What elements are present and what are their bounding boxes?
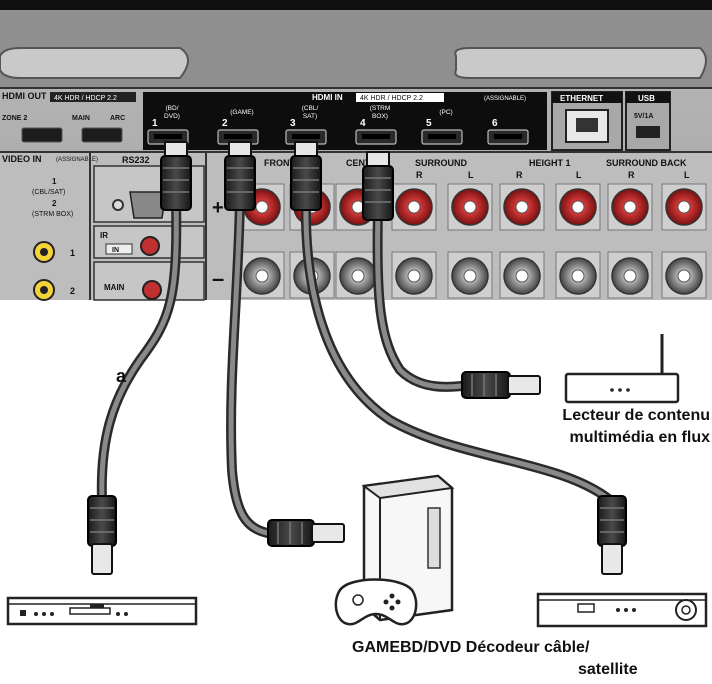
hdmi-in-band xyxy=(143,92,547,150)
video-in-label: VIDEO IN xyxy=(2,154,42,164)
bd-dvd-player-icon xyxy=(6,596,198,626)
usb-port xyxy=(636,126,660,138)
bottom-label-line1: GAMEBD/DVD Décodeur câble/ xyxy=(352,639,590,656)
streaming-box-icon xyxy=(564,334,680,404)
video-in-1-num: 1 xyxy=(52,177,57,186)
video-in-1-jack-label: 1 xyxy=(70,248,75,258)
hdmi-plug-game xyxy=(267,519,345,547)
hdmi-in-port-1-sub: DVD) xyxy=(164,113,180,120)
center-label: CENTER xyxy=(346,158,384,168)
ir-label: IR xyxy=(100,231,108,240)
front-label: FRONT xyxy=(264,158,295,168)
hdmi-in-port-5-sub: (PC) xyxy=(439,109,452,116)
video-in-2-sub: (STRM BOX) xyxy=(32,211,73,218)
usb-label: USB xyxy=(638,94,655,103)
hdmi-in-port-6-number: 6 xyxy=(492,118,498,129)
video-in-1-sub: (CBL/SAT) xyxy=(32,189,65,196)
arc-label: ARC xyxy=(110,115,125,122)
bottom-label-line2: satellite xyxy=(578,661,638,678)
usb-spec: 5V/1A xyxy=(634,113,653,120)
hdmi-plug-streaming xyxy=(461,371,541,399)
assignable-label: (ASSIGNABLE) xyxy=(484,96,526,102)
hdmi-in-port-4-number: 4 xyxy=(360,118,366,129)
surround-label: SURROUND xyxy=(415,158,468,168)
ir-jack xyxy=(140,236,160,256)
video-in-2-jack-label: 2 xyxy=(70,286,75,296)
video-in-note: (ASSIGNABLE) xyxy=(56,157,98,163)
height1-l-label: L xyxy=(576,170,582,180)
minus-symbol: – xyxy=(212,266,224,291)
height1-r-label: R xyxy=(516,170,523,180)
set-top-box-icon xyxy=(536,592,708,628)
streaming-label-line2: multimédia en flux xyxy=(569,429,710,446)
surround-l-label: L xyxy=(468,170,474,180)
hdmi-in-port-3-sub: SAT) xyxy=(303,113,317,120)
hdmi-plug-port-3 xyxy=(290,141,322,211)
hdmi-out-spec: 4K HDR / HDCP 2.2 xyxy=(54,95,117,102)
ethernet-label: ETHERNET xyxy=(560,94,603,103)
hdmi-in-port-2-number: 2 xyxy=(222,118,228,129)
cable-label: a xyxy=(116,366,127,386)
hdmi-plug-bd-dvd xyxy=(87,495,117,575)
surround-back-r-label: R xyxy=(628,170,635,180)
surround-back-label: SURROUND BACK xyxy=(606,158,687,168)
hdmi-in-port-5-number: 5 xyxy=(426,118,432,129)
ir-in-label: IN xyxy=(112,247,119,254)
hdmi-plug-port-1 xyxy=(160,141,192,211)
streaming-label-line1: Lecteur de contenu xyxy=(562,407,710,424)
zone2-label: ZONE 2 xyxy=(2,115,27,122)
rs232-port xyxy=(129,191,167,219)
plus-symbol: + xyxy=(212,197,224,219)
hdmi-in-port-4-sub: (STRM xyxy=(370,105,391,112)
hdmi-plug-port-2 xyxy=(224,141,256,211)
hdmi-cables xyxy=(96,195,615,539)
main-jack xyxy=(142,280,162,300)
gamepad-icon xyxy=(334,578,418,626)
hdmi-in-spec: 4K HDR / HDCP 2.2 xyxy=(360,95,423,102)
surround-r-label: R xyxy=(416,170,423,180)
receiver-back-panel: HDMI OUT 4K HDR / HDCP 2.2 ZONE 2 MAIN A… xyxy=(0,0,712,301)
hdmi-in-port-2-sub: (GAME) xyxy=(230,109,253,116)
video-in-2-num: 2 xyxy=(52,199,57,208)
hdmi-plug-set-top-box xyxy=(597,495,627,575)
main-assignable-label: MAIN xyxy=(104,283,125,292)
hdmi-in-port-3-number: 3 xyxy=(290,118,296,129)
main-out-label: MAIN xyxy=(72,115,90,122)
hdmi-plug-port-4 xyxy=(362,151,394,221)
hdmi-in-port-3-sub: (CBL/ xyxy=(302,105,319,112)
hdmi-in-port-1-number: 1 xyxy=(152,118,158,129)
hdmi-out-label: HDMI OUT xyxy=(2,91,47,101)
hdmi-in-port-4-sub: BOX) xyxy=(372,113,388,120)
hdmi-in-port-1-sub: (BD/ xyxy=(166,105,179,112)
surround-back-l-label: L xyxy=(684,170,690,180)
rs232-label: RS232 xyxy=(122,155,150,165)
hdmi-in-label: HDMI IN xyxy=(312,93,343,102)
height1-label: HEIGHT 1 xyxy=(529,158,571,168)
